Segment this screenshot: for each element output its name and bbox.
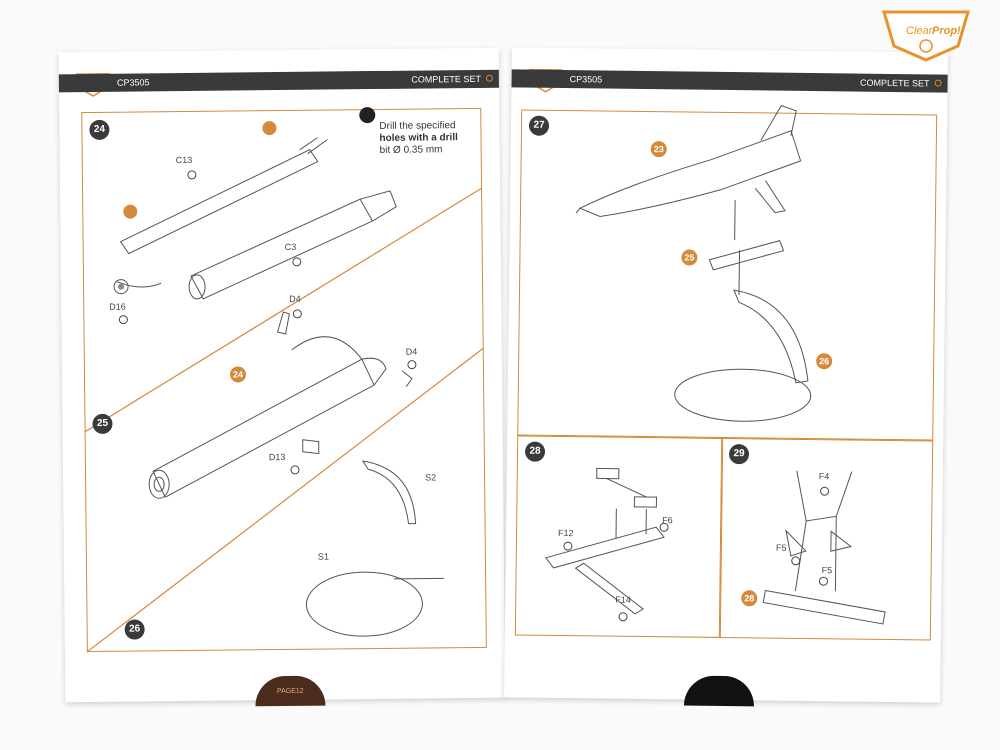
step-27-badge: 27 [528,115,550,136]
part-d16: D16 [109,301,126,312]
note-line-1: Drill the specified [379,120,456,132]
note-line-2: holes with a drill [379,132,458,144]
step-25-badge: 25 [92,413,113,434]
brand-line-1: Clean [906,25,935,37]
part-d4-top: D4 [289,293,301,304]
part-d13: D13 [268,451,286,463]
note-line-3: bit Ø 0.35 mm [379,144,443,156]
page-number: PAGE12 [276,687,304,696]
sub-24-badge: 24 [229,366,247,383]
part-f5-left: F5 [775,542,787,553]
part-f5-right: F5 [821,565,833,576]
part-f14: F14 [615,594,631,605]
stand-base-drawing [544,467,665,615]
left-drawings [84,107,485,653]
step-26-badge: 26 [124,619,145,640]
step-24-badge: 24 [89,119,110,141]
sub-28-badge: 28 [741,590,758,607]
sub-23-badge: 23 [650,141,667,158]
booster-drawing [148,311,413,499]
missile-drawing [575,105,812,422]
fuselage-halves-drawing [116,137,397,300]
part-f12: F12 [557,527,574,539]
right-page: CP3505 COMPLETE SET [504,47,948,707]
drill-note: Drill the specified holes with a drill b… [379,120,458,157]
part-s2: S2 [425,472,437,483]
left-page: CP3505 COMPLETE SET [58,47,506,707]
brand-line-2: Prop! [932,25,961,37]
stand-drawing [305,460,445,637]
clear-prop-brand-logo-icon: Clean Prop! [881,10,971,62]
right-drawings [544,105,886,625]
part-s1: S1 [317,551,329,562]
part-c13: C13 [175,154,193,166]
step-29-badge: 29 [728,444,750,465]
part-d4-right: D4 [405,346,418,357]
part-c3: C3 [284,241,297,252]
sub-25-badge: 25 [681,249,698,266]
part-f6: F6 [662,515,673,526]
sub-26-badge: 26 [816,353,833,370]
part-f4: F4 [818,471,830,482]
step-28-badge: 28 [524,441,546,462]
stand-assembly-drawing [762,470,886,625]
